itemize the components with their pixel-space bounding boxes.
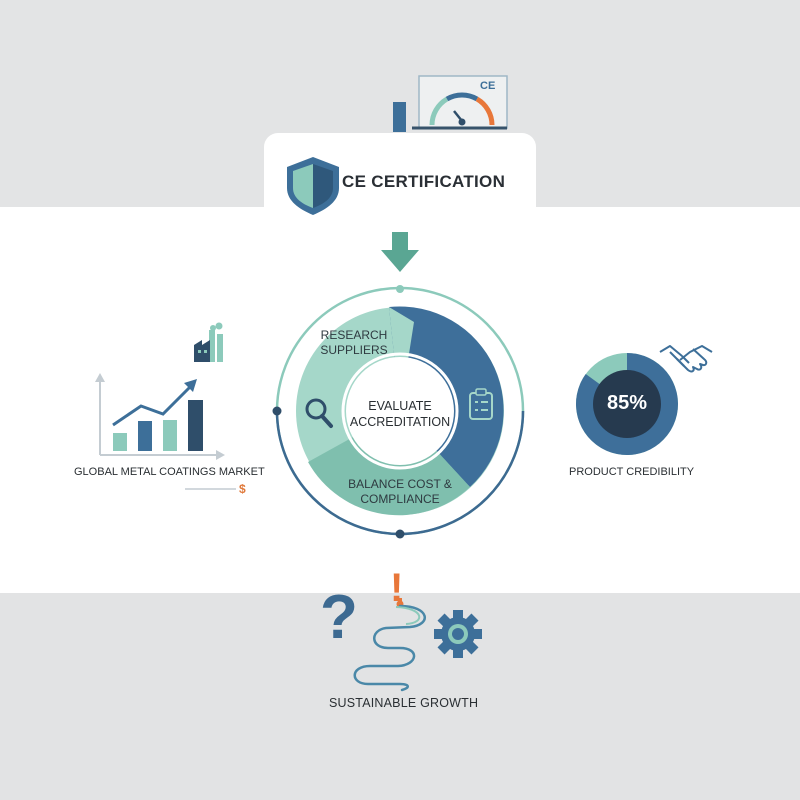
growth-label: SUSTAINABLE GROWTH [329, 696, 479, 710]
magnifier-icon [305, 398, 333, 428]
gear-icon [434, 610, 482, 658]
market-label: GLOBAL METAL COATINGS MARKET [74, 466, 265, 478]
shield-icon [287, 157, 339, 215]
certification-title: CE CERTIFICATION [342, 172, 506, 191]
factory-icon [194, 322, 223, 362]
path-icon [353, 598, 426, 692]
credibility-pie [576, 353, 678, 455]
credibility-value: 85% [606, 392, 648, 414]
alert-icon: ! [390, 566, 404, 610]
step-balance-cost: BALANCE COST & COMPLIANCE [348, 477, 452, 506]
bar-chart-icon [95, 373, 225, 460]
checklist-icon [469, 388, 493, 420]
credibility-label: PRODUCT CREDIBILITY [569, 466, 695, 478]
gauge-icon [393, 75, 508, 132]
gauge-ce-mark: CE [480, 80, 496, 92]
process-cycle [272, 285, 525, 539]
dollar-icon: $ [239, 482, 246, 496]
down-arrow-icon [381, 232, 419, 272]
step-evaluate-accreditation: EVALUATE ACCREDITATION [349, 399, 451, 429]
handshake-icon [659, 345, 713, 373]
trend-arrow-icon [112, 379, 197, 427]
step-research-suppliers: RESEARCH SUPPLIERS [320, 328, 388, 357]
question-icon: ? [320, 583, 358, 652]
